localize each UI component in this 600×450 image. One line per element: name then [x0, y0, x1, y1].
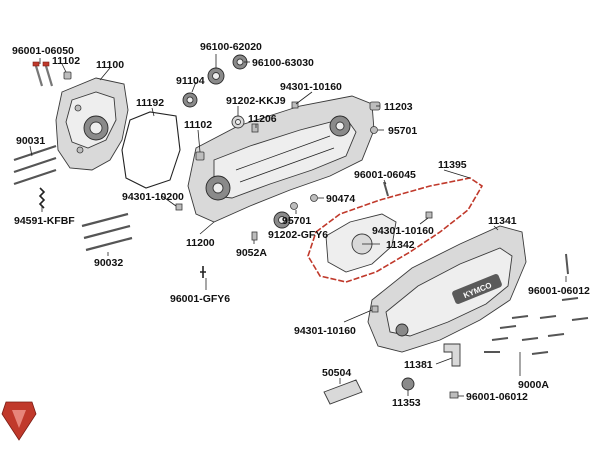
spring-94591-kfbf — [38, 187, 46, 209]
crankcase-left-11100 — [55, 77, 129, 171]
seal-91202-kkj9 — [231, 115, 245, 129]
label-94301-10160-top: 94301-10160 — [280, 81, 342, 93]
outer-cover-11341: KYMCO — [367, 225, 527, 353]
bolt-96001-gfy6 — [200, 266, 206, 278]
studs-90032 — [81, 212, 133, 252]
label-96001-06012-right: 96001-06012 — [528, 285, 590, 297]
gasket-11395 — [307, 177, 484, 283]
plate-50504 — [323, 379, 363, 405]
leader-lines — [29, 54, 567, 397]
label-90031: 90031 — [16, 135, 45, 147]
label-94591-kfbf: 94591-KFBF — [14, 215, 75, 227]
label-11102-top: 11102 — [52, 55, 80, 67]
brand-logo-icon — [1, 401, 37, 441]
label-11341: 11341 — [488, 215, 517, 227]
label-96100-62020: 96100-62020 — [200, 41, 262, 53]
bolt-96001-06012-right — [565, 253, 569, 275]
label-94301-10200: 94301-10200 — [122, 191, 184, 203]
plug-95701-top — [370, 126, 378, 134]
label-95701-mid: 95701 — [282, 215, 311, 227]
label-90032: 90032 — [94, 257, 123, 269]
seal-91202-gfy6 — [273, 211, 291, 229]
crankcase-right-11200 — [187, 95, 375, 223]
dowel-11102-mid — [195, 151, 205, 161]
screw-90474 — [310, 194, 318, 202]
label-11203: 11203 — [384, 101, 413, 113]
gasket-11192 — [121, 111, 181, 189]
label-9000a: 9000A — [518, 379, 549, 391]
part-labels: 96001-06050 11102 11100 96100-62020 9610… — [12, 41, 590, 409]
bolt-94301-10160-mid — [425, 211, 433, 219]
label-94301-10160-mid: 94301-10160 — [372, 225, 434, 237]
bolts-96001-06050 — [32, 61, 54, 87]
label-11381: 11381 — [404, 359, 433, 371]
label-11342: 11342 — [386, 239, 415, 251]
plug-95701-mid — [290, 202, 298, 210]
label-11192: 11192 — [136, 97, 164, 109]
bolt-94301-10200 — [175, 203, 183, 211]
label-96001-06012-bot: 96001-06012 — [466, 391, 528, 403]
label-96001-gfy6: 96001-GFY6 — [170, 293, 230, 305]
label-96001-06045: 96001-06045 — [354, 169, 416, 181]
bolt-94301-10160-bot — [371, 305, 379, 313]
pin-9052a — [251, 231, 258, 241]
label-11100: 11100 — [96, 59, 124, 71]
label-96001-06050: 96001-06050 — [12, 45, 74, 57]
label-11353: 11353 — [392, 397, 421, 409]
label-91202-kkj9: 91202-KKJ9 — [226, 95, 286, 107]
label-9052a: 9052A — [236, 247, 267, 259]
bracket-11381 — [443, 343, 461, 367]
label-91104: 91104 — [176, 75, 205, 87]
label-11102-mid: 11102 — [184, 119, 212, 131]
bolt-96001-06012-bot — [449, 391, 459, 399]
studs-90031 — [13, 144, 57, 186]
dowel-11102-top — [63, 71, 72, 80]
bolt-96001-06045 — [383, 181, 389, 197]
label-90474: 90474 — [326, 193, 355, 205]
label-50504: 50504 — [322, 367, 351, 379]
bearing-91104 — [182, 92, 198, 108]
label-11395: 11395 — [438, 159, 467, 171]
label-91202-gfy6: 91202-GFY6 — [268, 229, 328, 241]
bolts-9000a — [484, 297, 589, 355]
label-11206: 11206 — [248, 113, 277, 125]
label-95701-top: 95701 — [388, 125, 417, 137]
cap-11353 — [401, 377, 415, 391]
bearing-96100-62020 — [207, 67, 225, 85]
label-96100-63030: 96100-63030 — [252, 57, 314, 69]
label-94301-10160-bot: 94301-10160 — [294, 325, 356, 337]
dowel-11206 — [251, 123, 259, 133]
bolt-94301-10160-top — [291, 101, 299, 109]
label-11200: 11200 — [186, 237, 215, 249]
